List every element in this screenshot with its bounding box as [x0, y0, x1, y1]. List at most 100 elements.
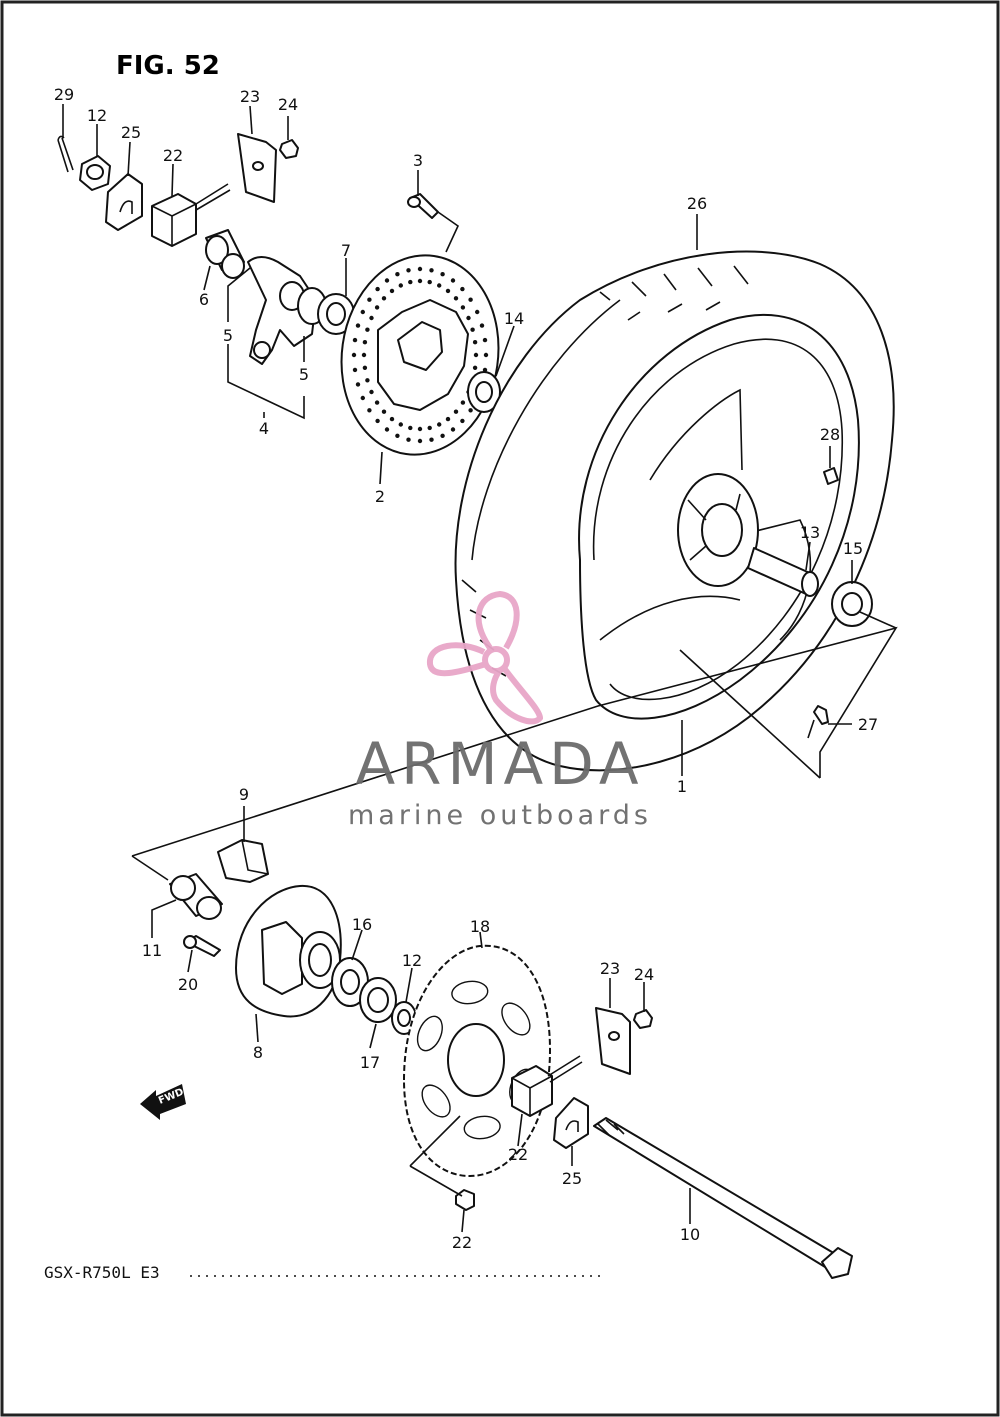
disc-hole — [406, 437, 411, 442]
disc-hole — [417, 266, 423, 272]
disc-hole — [429, 437, 434, 442]
callout-24-lower: 24 — [634, 965, 654, 984]
callout-3: 3 — [413, 151, 423, 170]
disc-hole — [355, 323, 361, 328]
part-10-axle — [593, 1117, 853, 1279]
disc-hole — [460, 418, 465, 424]
disc-hole — [365, 378, 370, 383]
disc-hole — [472, 365, 478, 370]
callout-labels: 29 12 25 22 23 24 3 26 6 7 5 5 4 14 2 28… — [54, 85, 878, 1252]
part-8-sprocket-hub — [235, 884, 342, 1018]
disc-hole — [395, 272, 400, 277]
callout-1: 1 — [677, 777, 687, 796]
part-14-collar — [747, 547, 819, 597]
disc-hole — [406, 268, 411, 273]
disc-hole — [417, 426, 423, 432]
callout-21: 22 — [452, 1233, 472, 1252]
part-24-nut — [279, 139, 299, 159]
callout-17: 16 — [352, 915, 372, 934]
callout-22-lower: 22 — [508, 1145, 528, 1164]
sprocket-cutout — [421, 1084, 451, 1118]
callout-4: 4 — [259, 419, 269, 438]
disc-hole — [389, 288, 395, 294]
callout-11: 11 — [142, 941, 162, 960]
disc-hole — [427, 425, 432, 431]
disc-hole — [475, 309, 480, 315]
disc-hole — [367, 297, 372, 302]
part-19-rear-sprocket — [403, 944, 551, 1177]
disc-hole — [352, 367, 358, 373]
disc-hole — [440, 272, 445, 277]
disc-hole — [445, 416, 451, 422]
disc-hole — [482, 367, 488, 373]
callout-5a: 5 — [223, 326, 233, 345]
disc-hole — [440, 433, 445, 438]
disc-hole — [453, 409, 459, 414]
part-22-adjuster-lower — [511, 1055, 583, 1117]
part-17-bearing — [331, 957, 369, 1007]
disc-hole — [417, 278, 423, 284]
callout-6: 6 — [199, 290, 209, 309]
part-3-bolt — [407, 193, 439, 219]
watermark-tagline: marine outboards — [348, 800, 652, 831]
disc-hole — [369, 315, 374, 321]
disc-hole — [468, 297, 473, 302]
disc-hole — [365, 327, 370, 332]
disc-hole — [468, 408, 473, 413]
disc-hole — [445, 288, 451, 294]
part-28-balancer — [823, 467, 839, 485]
callout-18: 17 — [360, 1053, 380, 1072]
part-13-nut — [79, 155, 111, 191]
part-4-torque-link — [247, 256, 317, 365]
disc-hole — [375, 286, 380, 292]
callout-29: 29 — [54, 85, 74, 104]
callout-26: 26 — [687, 194, 707, 213]
part-21-nut — [455, 1189, 475, 1211]
sprocket-cutout — [451, 980, 489, 1005]
disc-hole — [482, 337, 488, 343]
disc-hole — [374, 305, 380, 310]
disc-hole — [361, 352, 367, 358]
disc-hole — [369, 389, 374, 395]
part-27-valve — [807, 705, 829, 739]
callout-25: 25 — [121, 123, 141, 142]
callout-27: 27 — [858, 715, 878, 734]
disc-hole — [429, 268, 434, 273]
disc-hole — [352, 337, 358, 343]
part-25-plate — [105, 173, 143, 231]
disc-hole — [360, 395, 365, 401]
part-25-plate-lower — [553, 1097, 589, 1149]
callout-14: 13 — [800, 523, 820, 542]
part-22-adjuster — [151, 183, 231, 247]
disc-hole — [437, 283, 442, 288]
part-23-plate-lower — [595, 1007, 631, 1075]
disc-hole — [355, 382, 361, 387]
sprocket-cutout — [416, 1015, 443, 1052]
disc-hole — [479, 323, 485, 328]
callout-16: 15 — [843, 539, 863, 558]
callout-9: 9 — [239, 785, 249, 804]
callout-7: 7 — [341, 241, 351, 260]
disc-hole — [362, 340, 368, 345]
disc-hole — [362, 365, 368, 370]
part-7-bearing — [297, 287, 355, 335]
callout-25-lower: 25 — [562, 1169, 582, 1188]
callout-20: 20 — [178, 975, 198, 994]
disc-hole — [381, 409, 387, 414]
disc-hole — [398, 283, 403, 288]
disc-hole — [460, 286, 465, 292]
callout-5b: 5 — [299, 365, 309, 384]
disc-hole — [384, 427, 390, 432]
callout-13: 12 — [87, 106, 107, 125]
disc-hole — [408, 425, 413, 431]
callout-10: 10 — [680, 1225, 700, 1244]
part-6-collar — [205, 229, 245, 279]
part-11-collar — [169, 873, 223, 920]
part-24-nut-lower — [633, 1009, 653, 1029]
disc-hole — [375, 418, 380, 424]
figure-title: FIG. 52 — [116, 51, 220, 81]
disc-hole — [398, 422, 403, 427]
fwd-arrow-icon: FWD — [140, 1084, 186, 1120]
